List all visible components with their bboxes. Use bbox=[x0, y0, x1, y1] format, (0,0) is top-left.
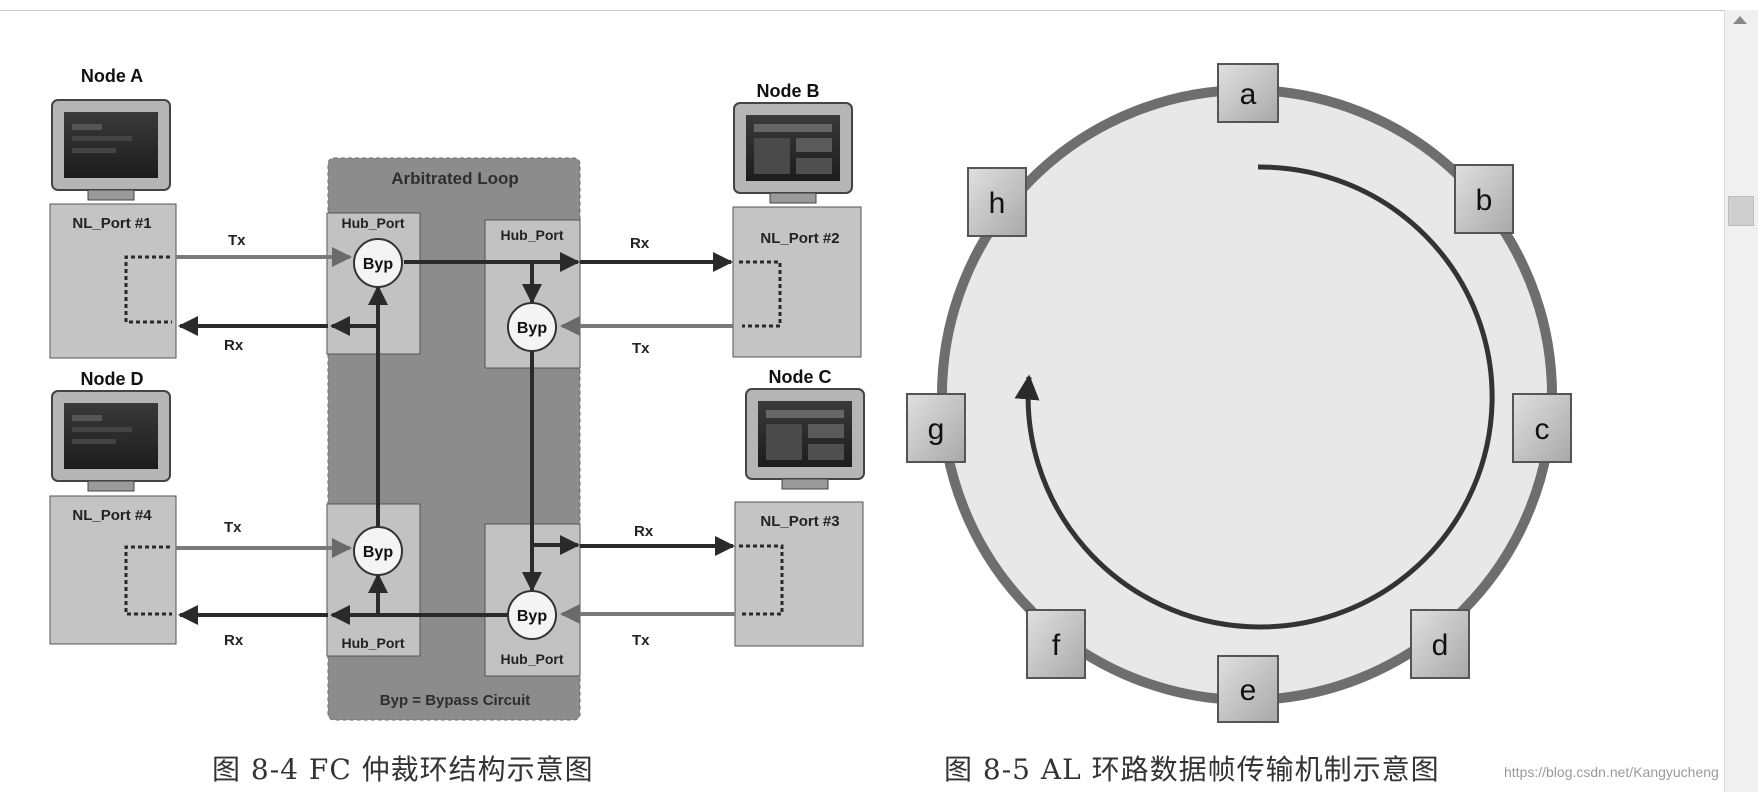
ring-node-label-g: g bbox=[928, 413, 945, 446]
figure-8-4-caption: 图 8-4 FC 仲裁环结构示意图 bbox=[212, 753, 594, 786]
ring-node-label-f: f bbox=[1052, 629, 1061, 662]
ring-node-label-c: c bbox=[1535, 413, 1550, 446]
rx-label-d: Rx bbox=[224, 632, 244, 649]
byp-label-2: Byp bbox=[517, 320, 547, 337]
bypass-legend: Byp = Bypass Circuit bbox=[380, 692, 530, 709]
vertical-scrollbar[interactable] bbox=[1724, 10, 1758, 792]
ring-node-b: b bbox=[1454, 164, 1514, 234]
byp-label-4: Byp bbox=[517, 608, 547, 625]
ring-node-a: a bbox=[1217, 63, 1279, 123]
nl-port-2-label: NL_Port #2 bbox=[760, 230, 839, 247]
computer-icon bbox=[745, 388, 865, 490]
node-b-label: Node B bbox=[757, 81, 820, 101]
bypass-circle-1: Byp bbox=[353, 238, 403, 288]
rx-label-b: Rx bbox=[630, 235, 650, 252]
watermark: https://blog.csdn.net/Kangyucheng bbox=[1504, 764, 1719, 780]
nl-port-3-box bbox=[734, 501, 864, 647]
ring-node-d: d bbox=[1410, 609, 1470, 679]
node-a: Node A NL_Port #1 bbox=[49, 66, 177, 359]
tx-label-a: Tx bbox=[228, 232, 246, 249]
node-c: Node C NL_Port #3 bbox=[734, 367, 865, 647]
ring-node-label-h: h bbox=[989, 187, 1006, 220]
computer-icon bbox=[51, 390, 171, 492]
ring-node-h: h bbox=[967, 167, 1027, 237]
ring-node-f: f bbox=[1026, 609, 1086, 679]
hub-port-label-1: Hub_Port bbox=[342, 215, 405, 231]
link-labels: Tx Rx Rx Tx Tx Rx Rx Tx bbox=[224, 232, 654, 649]
rx-label-a: Rx bbox=[224, 337, 244, 354]
ring-node-label-a: a bbox=[1240, 78, 1257, 111]
node-a-label: Node A bbox=[81, 66, 143, 86]
node-b: Node B NL_Port #2 bbox=[732, 81, 862, 358]
fc-loop-diagram: Arbitrated Loop Byp = Bypass Circuit Hub… bbox=[49, 66, 865, 721]
tx-label-b: Tx bbox=[632, 340, 650, 357]
ring-node-label-e: e bbox=[1240, 674, 1257, 707]
nl-port-1-box bbox=[49, 203, 177, 359]
hub-port-label-2: Hub_Port bbox=[501, 227, 564, 243]
rx-label-c: Rx bbox=[634, 523, 654, 540]
ring-node-e: e bbox=[1217, 655, 1279, 723]
node-d: Node D NL_Port #4 bbox=[49, 369, 177, 645]
internal-loop-paths bbox=[330, 252, 580, 625]
external-links bbox=[176, 247, 735, 625]
hub-port-label-3: Hub_Port bbox=[342, 635, 405, 651]
computer-icon bbox=[51, 99, 171, 201]
loop-title: Arbitrated Loop bbox=[391, 169, 519, 188]
al-ring-diagram: a b c d e f g bbox=[906, 63, 1572, 723]
figure-8-5-caption: 图 8-5 AL 环路数据帧传输机制示意图 bbox=[944, 753, 1440, 786]
ring-node-label-d: d bbox=[1432, 629, 1449, 662]
hub-port-label-4: Hub_Port bbox=[501, 651, 564, 667]
bypass-circle-2: Byp bbox=[507, 302, 557, 352]
byp-label-3: Byp bbox=[363, 544, 393, 561]
tx-label-d: Tx bbox=[224, 519, 242, 536]
tx-label-c: Tx bbox=[632, 632, 650, 649]
bypass-circle-3: Byp bbox=[353, 526, 403, 576]
computer-icon bbox=[733, 102, 853, 204]
scrollbar-thumb[interactable] bbox=[1728, 196, 1754, 226]
ring-node-g: g bbox=[906, 393, 966, 463]
top-border bbox=[0, 10, 1758, 11]
bypass-circle-4: Byp bbox=[507, 590, 557, 640]
transmission-arrow bbox=[1014, 164, 1495, 630]
ring-node-label-b: b bbox=[1476, 184, 1493, 217]
nl-port-2-box bbox=[732, 206, 862, 358]
nl-port-4-box bbox=[49, 495, 177, 645]
byp-label-1: Byp bbox=[363, 256, 393, 273]
node-c-label: Node C bbox=[769, 367, 832, 387]
ring-node-c: c bbox=[1512, 393, 1572, 463]
node-d-label: Node D bbox=[81, 369, 144, 389]
scroll-up-arrow-icon[interactable] bbox=[1733, 16, 1747, 24]
nl-port-4-label: NL_Port #4 bbox=[72, 507, 152, 524]
nl-port-1-label: NL_Port #1 bbox=[72, 215, 151, 232]
nl-port-3-label: NL_Port #3 bbox=[760, 513, 839, 530]
